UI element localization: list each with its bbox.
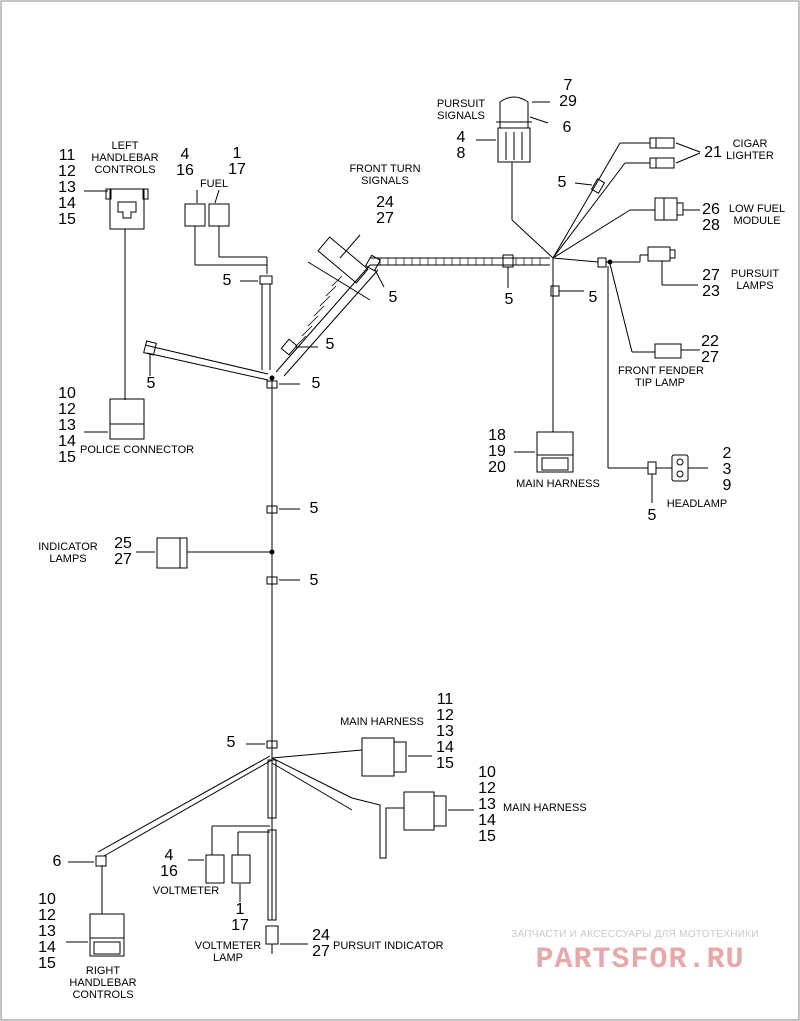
front-fender-tip-lamp-connector bbox=[654, 343, 682, 359]
front-turn-signals-label: FRONT TURN SIGNALS bbox=[349, 163, 421, 187]
callout-right-handlebar-controls: 10 12 13 14 15 bbox=[38, 891, 56, 972]
trunk-bottom-sleeve bbox=[267, 829, 277, 921]
callout-clip-vertical-3: 5 bbox=[226, 734, 236, 751]
callout-clip-fuel: 5 bbox=[222, 272, 232, 289]
voltmeter-connector-right bbox=[231, 854, 251, 884]
clip-marker bbox=[590, 178, 606, 194]
clip-marker bbox=[266, 576, 278, 585]
clip-marker bbox=[266, 380, 278, 389]
callout-pursuit-indicator: 24 27 bbox=[312, 927, 330, 960]
callout-left-handlebar-controls: 11 12 13 14 15 bbox=[58, 147, 76, 228]
main-harness-top-label: MAIN HARNESS bbox=[516, 478, 600, 490]
callout-clip-turn: 5 bbox=[388, 289, 398, 306]
voltmeter-lamp-label: VOLTMETER LAMP bbox=[194, 940, 262, 964]
police-connector-label: POLICE CONNECTOR bbox=[80, 444, 195, 456]
main-harness-top-connector bbox=[536, 431, 574, 473]
callout-clip-vertical-2: 5 bbox=[309, 572, 319, 589]
watermark-tagline: ЗАПЧАСТИ И АКСЕССУАРЫ ДЛЯ МОТОТЕХНИКИ bbox=[511, 929, 759, 940]
callout-clip-cigar: 5 bbox=[557, 174, 567, 191]
police-connector bbox=[109, 398, 145, 440]
clip-marker bbox=[259, 275, 273, 285]
voltmeter-connector-left bbox=[205, 854, 225, 884]
fuel-connector-right bbox=[208, 203, 230, 227]
callout-clip-junction-upper: 5 bbox=[311, 375, 321, 392]
callout-police-connector: 10 12 13 14 15 bbox=[58, 385, 76, 466]
clip-marker bbox=[266, 505, 278, 514]
cigar-lighter-label: CIGAR LIGHTER bbox=[726, 138, 774, 162]
main-harness-mid-connector bbox=[361, 737, 395, 777]
right-handlebar-controls-label: RIGHT HANDLEBAR CONTROLS bbox=[69, 965, 137, 1001]
callout-right-handlebar-clip: 6 bbox=[52, 853, 62, 870]
main-harness-right-label: MAIN HARNESS bbox=[503, 802, 587, 814]
clip-marker bbox=[597, 257, 607, 268]
callout-clip-turn-lower: 5 bbox=[325, 336, 335, 353]
clip-marker bbox=[95, 855, 107, 867]
callout-headlamp: 2 3 9 bbox=[722, 445, 732, 494]
front-turn-signal-bracket bbox=[317, 236, 369, 284]
trunk-lower-sleeve bbox=[267, 759, 277, 819]
indicator-lamps-label: INDICATOR LAMPS bbox=[38, 541, 98, 565]
indicator-lamps-connector bbox=[156, 537, 188, 569]
cigar-lighter-connector-1 bbox=[649, 137, 675, 149]
callout-cigar-lighter: 21 bbox=[704, 144, 722, 161]
callout-pursuit-signals-left: 4 8 bbox=[456, 129, 466, 162]
pursuit-lamps-connector bbox=[647, 246, 671, 262]
pursuit-lamps-label: PURSUIT LAMPS bbox=[730, 268, 780, 292]
callout-fuel-right: 1 17 bbox=[228, 145, 246, 178]
left-handlebar-connector bbox=[109, 188, 145, 230]
main-harness-mid-label: MAIN HARNESS bbox=[340, 716, 424, 728]
front-fender-tip-lamp-label: FRONT FENDER TIP LAMP bbox=[618, 365, 704, 389]
callout-main-harness-mid: 11 12 13 14 15 bbox=[436, 691, 454, 772]
junction-dot bbox=[269, 375, 275, 381]
callout-front-fender-tip-lamp: 22 27 bbox=[701, 333, 719, 366]
callout-fuel-left: 4 16 bbox=[176, 146, 194, 179]
voltmeter-label: VOLTMETER bbox=[152, 885, 220, 897]
clip-marker bbox=[647, 461, 657, 475]
low-fuel-module-connector bbox=[654, 197, 678, 221]
callout-headlamp-clip: 5 bbox=[647, 507, 657, 524]
clip-marker bbox=[266, 740, 278, 749]
callout-clip-vertical-1: 5 bbox=[309, 500, 319, 517]
callout-pursuit-lamps: 27 23 bbox=[702, 267, 720, 300]
callout-clip-trunk-mid: 5 bbox=[504, 291, 514, 308]
low-fuel-module-label: LOW FUEL MODULE bbox=[728, 203, 786, 227]
fuel-label: FUEL bbox=[199, 178, 229, 190]
callout-low-fuel-module: 26 28 bbox=[702, 201, 720, 234]
left-branch-sleeve bbox=[144, 344, 269, 381]
callout-clip-left-branch: 5 bbox=[146, 375, 156, 392]
callout-clip-main-top: 5 bbox=[588, 289, 598, 306]
callout-main-harness-right: 10 12 13 14 15 bbox=[478, 764, 496, 845]
right-handlebar-connector bbox=[89, 913, 125, 957]
callout-voltmeter-left: 4 16 bbox=[160, 847, 178, 880]
callout-main-harness-top: 18 19 20 bbox=[488, 427, 506, 476]
left-handlebar-controls-label: LEFT HANDLEBAR CONTROLS bbox=[91, 140, 159, 176]
main-harness-right-connector bbox=[403, 791, 435, 831]
pursuit-indicator-label: PURSUIT INDICATOR bbox=[333, 940, 444, 952]
callout-voltmeter-bottom: 1 17 bbox=[231, 901, 249, 934]
cigar-lighter-connector-2 bbox=[649, 157, 675, 169]
headlamp-label: HEADLAMP bbox=[666, 498, 728, 510]
callout-front-turn-signals: 24 27 bbox=[376, 194, 394, 227]
clip-marker bbox=[550, 285, 560, 297]
callout-pursuit-signals-right: 6 bbox=[562, 119, 572, 136]
pursuit-signals-label: PURSUIT SIGNALS bbox=[436, 98, 486, 122]
fuel-connector-left bbox=[184, 203, 206, 227]
turn-signal-sleeve bbox=[275, 264, 379, 377]
callout-pursuit-signals-top: 7 29 bbox=[559, 77, 577, 110]
watermark-logo: PARTSFOR.RU bbox=[535, 943, 745, 977]
callout-indicator-lamps: 25 27 bbox=[114, 535, 132, 568]
